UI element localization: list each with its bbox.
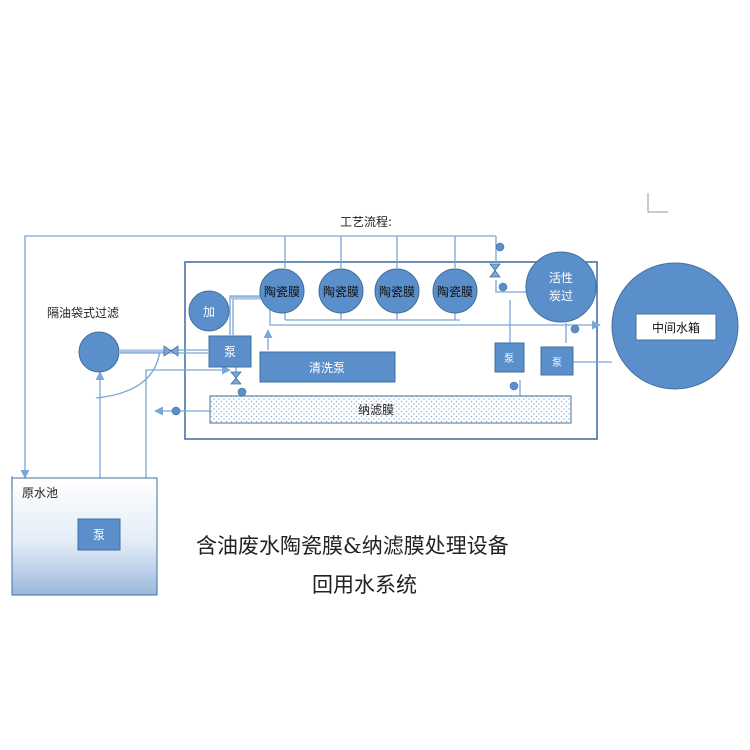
ceramic-membrane-1-label: 陶瓷膜 — [264, 284, 300, 299]
pipe-membrane-drops — [284, 310, 460, 321]
cleaning-pump-label: 清洗泵 — [309, 361, 345, 375]
carbon-pump — [540, 346, 574, 376]
pipe-to-carbon — [495, 236, 528, 293]
feed-pump-label: 泵 — [224, 345, 236, 359]
middle-water-tank-label-box — [635, 313, 717, 341]
ceramic-membrane-3 — [374, 268, 420, 314]
nanofiltration-label: 纳滤膜 — [358, 403, 394, 417]
pipe-pump-up-2 — [232, 298, 262, 335]
activated-carbon-label-1: 活性 — [549, 271, 573, 285]
caption-line-2: 回用水系统 — [312, 573, 417, 597]
caption-line-1: 含油废水陶瓷膜&纳滤膜处理设备 — [196, 534, 509, 558]
pipe-arc — [95, 349, 161, 399]
ceramic-membrane-1 — [259, 268, 305, 314]
pipe-highlight — [120, 296, 262, 353]
raw-pool-pump — [77, 518, 121, 551]
valve-top-right — [489, 263, 501, 278]
valve-feed-pump — [230, 371, 242, 385]
ceramic-membrane-4-label: 陶瓷膜 — [437, 284, 473, 299]
nanofiltration-pump — [494, 342, 525, 373]
diagram-title: 工艺流程: — [340, 214, 392, 229]
pipe-manifold-top — [284, 236, 456, 268]
pipe-return-top — [20, 235, 496, 479]
ceramic-membrane-group: 陶瓷膜 陶瓷膜 陶瓷膜 陶瓷膜 — [259, 268, 478, 314]
pressure-gauge-carbon-out — [570, 324, 580, 334]
ceramic-membrane-3-label: 陶瓷膜 — [379, 284, 415, 299]
activated-carbon-label-2: 炭过 — [549, 289, 573, 303]
corner-mark — [647, 193, 668, 213]
activated-carbon-filter — [525, 251, 597, 323]
raw-water-pool-label: 原水池 — [22, 486, 58, 500]
oil-bag-filter-label: 隔油袋式过滤 — [47, 306, 119, 320]
nanofiltration-membrane — [209, 395, 572, 424]
dosing-tank — [188, 290, 230, 332]
dosing-tank-label: 加 — [203, 305, 215, 319]
ceramic-membrane-2 — [318, 268, 364, 314]
oil-bag-filter — [78, 331, 120, 373]
pressure-gauge-feed — [237, 387, 247, 397]
valve-filter-line — [163, 345, 179, 357]
cleaning-pump — [259, 351, 396, 383]
pressure-gauge-top — [495, 242, 505, 252]
pressure-gauge-nf-return — [171, 406, 181, 416]
pressure-gauge-carbon-in — [498, 282, 508, 292]
ceramic-membrane-2-label: 陶瓷膜 — [323, 284, 359, 299]
middle-water-tank-label: 中间水箱 — [652, 320, 700, 335]
ceramic-membrane-4 — [432, 268, 478, 314]
raw-pool-pump-label: 泵 — [93, 528, 105, 542]
feed-pump — [208, 335, 252, 368]
carbon-pump-label: 泵 — [552, 357, 562, 369]
pipe-manifold-bottom — [269, 310, 601, 330]
nanofiltration-pump-label: 泵 — [504, 353, 514, 365]
pressure-gauge-nf — [509, 381, 519, 391]
pipe-return-mid — [145, 365, 231, 478]
